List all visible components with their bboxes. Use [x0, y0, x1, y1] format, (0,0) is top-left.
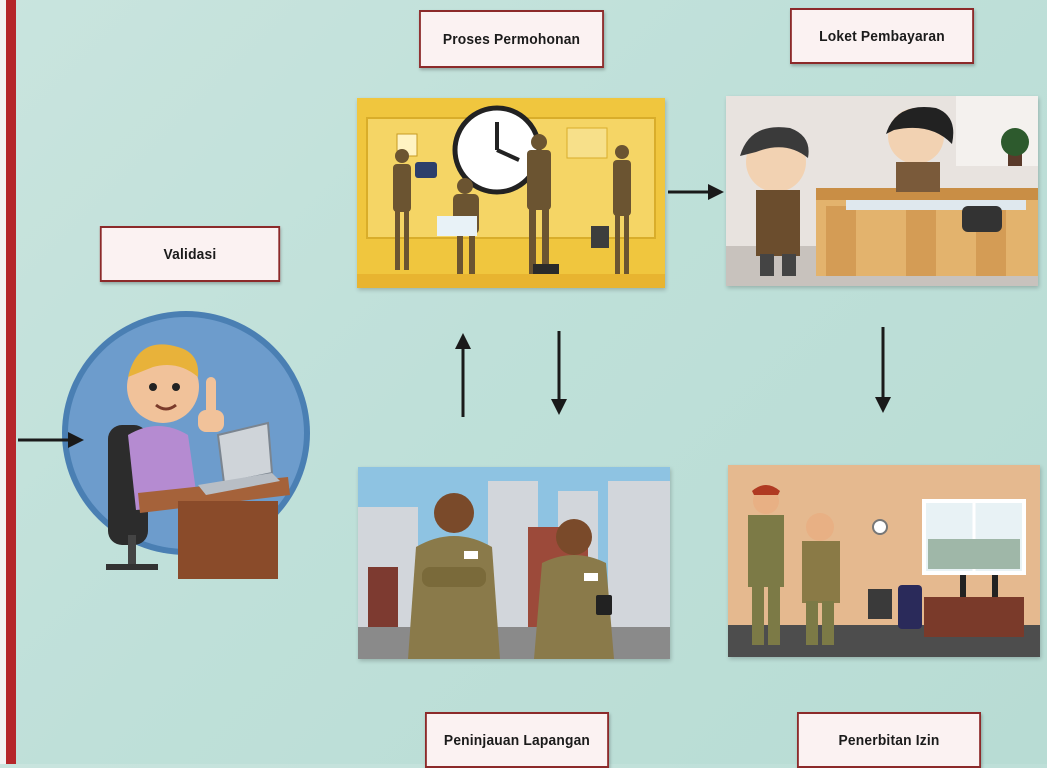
label-loket-pembayaran: Loket Pembayaran	[790, 8, 974, 64]
illustration-peninjauan-lapangan	[358, 467, 670, 659]
label-peninjauan-lapangan: Peninjauan Lapangan	[425, 712, 609, 768]
illustration-validasi	[58, 305, 318, 585]
left-edge-stripe	[0, 0, 16, 764]
arrow-proses-to-peninjauan	[548, 331, 570, 415]
illustration-loket-pembayaran	[726, 96, 1038, 286]
arrow-loket-to-penerbitan	[872, 327, 894, 413]
label-validasi: Validasi	[99, 226, 281, 282]
label-penerbitan-izin: Penerbitan Izin	[797, 712, 981, 768]
illustration-proses-permohonan	[357, 98, 665, 288]
illustration-penerbitan-izin	[728, 465, 1040, 657]
arrow-proses-to-loket	[668, 182, 724, 202]
arrow-peninjauan-to-proses	[452, 333, 474, 417]
arrow-into-validasi	[18, 430, 84, 450]
label-proses-permohonan: Proses Permohonan	[419, 10, 604, 68]
